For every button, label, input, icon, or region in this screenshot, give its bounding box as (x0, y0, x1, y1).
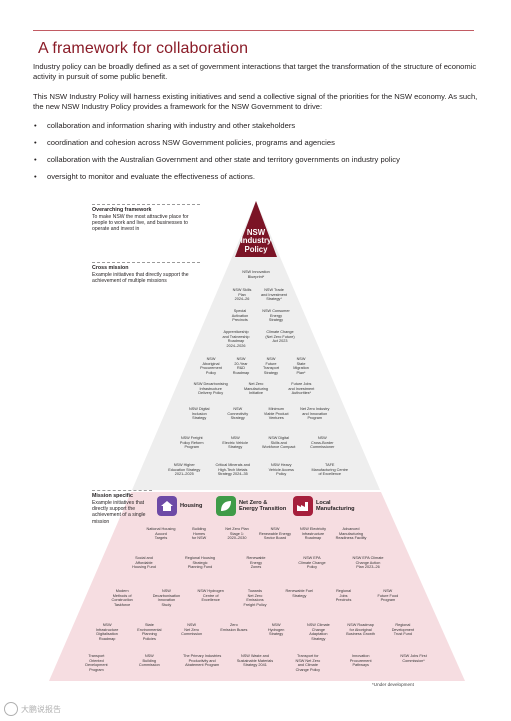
leaf-icon (216, 496, 236, 516)
initiative-cell: NSW Roadmap for Aboriginal Business Grow… (346, 623, 375, 637)
initiative-cell: Modern Methods of Construction Taskforce (111, 589, 133, 607)
section-heading: Cross mission (92, 265, 129, 271)
initiative-cell: NSW Hydrogen Centre of Excellence (197, 589, 224, 603)
watermark: 大鹏说报告 (4, 702, 61, 716)
section-overarching: Overarching framework To make NSW the mo… (92, 204, 200, 233)
initiative-cell: NSW Jobs First Commission* (400, 654, 427, 663)
intro-paragraph-1: Industry policy can be broadly defined a… (33, 62, 477, 82)
initiative-cell: Net Zero Manufacturing Initiative (243, 382, 269, 396)
house-icon (157, 496, 177, 516)
initiative-cell: Critical Minerals and High-Tech Metals S… (215, 463, 250, 477)
initiative-cell: Building Homes for NSW (191, 527, 207, 541)
mission-specific-layer (49, 492, 465, 681)
category-manufacturing: Local Manufacturing (293, 496, 355, 516)
initiative-cell: NSW Electricity Infrastructure Roadmap (299, 527, 327, 541)
initiative-cell: Renewable Energy Zones (246, 556, 266, 570)
initiative-cell: NSW EPA Climate Change Policy (298, 556, 326, 570)
initiative-cell: NSW Connectivity Strategy (227, 407, 249, 421)
initiative-cell: NSW Electric Vehicle Strategy (222, 436, 249, 450)
initiative-cell: Social and Affordable Housing Fund (132, 556, 156, 570)
priority-item: coordination and cohesion across NSW Gov… (33, 138, 481, 155)
initiative-cell: Towards Net Zero Emissions Freight Polic… (243, 589, 267, 607)
watermark-logo-icon (4, 702, 18, 716)
initiative-cell: Future Jobs and Investment Authorities* (288, 382, 315, 396)
initiative-cell: Advanced Manufacturing Readiness Facilit… (335, 527, 367, 541)
priority-item: collaboration with the Australian Govern… (33, 155, 481, 172)
apex-layer (235, 201, 277, 257)
initiative-cell: Regional Jobs Precincts (335, 589, 352, 603)
category-label: Housing (180, 502, 203, 509)
initiative-cell: NSW Heavy Vehicle Access Policy (268, 463, 294, 477)
initiative-cell: NSW EPA Climate Change Action Plan 2023–… (352, 556, 384, 570)
initiative-cell: NSW Digital Inclusion Strategy (189, 407, 210, 421)
initiative-cell: National Housing Accord Targets (146, 527, 176, 541)
initiative-cell: NSW Net Zero Commission (181, 623, 203, 637)
initiative-cell: NSW Consumer Energy Strategy (262, 309, 290, 323)
initiative-cell: NSW Digital Skills and Workforce Compact (262, 436, 296, 450)
initiative-cell: NSW Infrastructure Digitalisation Roadma… (95, 623, 119, 641)
initiative-cell: NSW Decarbonisation Innovation Study (152, 589, 181, 607)
initiative-cell: Net Zero Industry and Innovation Program (300, 407, 330, 421)
footnote: *Under development (372, 682, 414, 687)
factory-icon (293, 496, 313, 516)
initiative-cell: NSW Higher Education Strategy 2021–2025 (168, 463, 201, 477)
initiative-cell: TAFE Manufacturing Centre of Excellence (311, 463, 349, 477)
initiative-cell: Renewable Fuel Strategy (285, 589, 314, 598)
priority-item: oversight to monitor and evaluate the ef… (33, 172, 481, 189)
initiative-cell: Zero Emission Buses (220, 623, 248, 632)
initiative-cell: Transport for NSW Net Zero and Climate C… (295, 654, 321, 672)
priority-list: collaboration and information sharing wi… (33, 121, 481, 189)
initiative-cell: Regional Development Trust Fund (391, 623, 415, 637)
intro-paragraph-2: This NSW Industry Policy will harness ex… (33, 92, 478, 112)
initiative-cell: NSW 20-Year R&D Roadmap (232, 357, 250, 375)
section-cross-mission: Cross mission Example initiatives that d… (92, 262, 200, 284)
page-title: A framework for collaboration (38, 40, 249, 57)
initiative-cell: State Environmental Planning Policies (137, 623, 162, 641)
initiative-cell: NSW Decarbonising Infrastructure Deliver… (193, 382, 228, 396)
initiative-cell: NSW Skills Plan 2024–26 (232, 288, 252, 302)
initiative-cell: NSW Waste and Sustainable Materials Stra… (236, 654, 274, 668)
section-description: Example initiatives that directly suppor… (92, 272, 189, 285)
initiative-cell: NSW State Migration Plan* (293, 357, 309, 375)
section-heading: Mission specific (92, 493, 133, 499)
section-heading: Overarching framework (92, 207, 152, 213)
top-rule (33, 30, 474, 31)
initiative-cell: NSW Renewable Energy Sector Board (258, 527, 292, 541)
initiative-cell: Innovation Procurement Pathways (349, 654, 372, 668)
initiative-cell: Transport Oriented Development Program (85, 654, 108, 672)
category-net-zero: Net Zero & Energy Transition (216, 496, 286, 516)
initiative-cell: NSW Freight Policy Reform Program (179, 436, 204, 450)
section-description: To make NSW the most attractive place fo… (92, 214, 189, 233)
category-label: Local Manufacturing (316, 499, 355, 513)
initiative-cell: NSW Aboriginal Procurement Policy (200, 357, 222, 375)
priority-item: collaboration and information sharing wi… (33, 121, 481, 138)
initiative-cell: The Primary Industries Productivity and … (183, 654, 222, 668)
cross-mission-layer (132, 201, 380, 490)
initiative-cell: NSW Building Commission (138, 654, 160, 668)
initiative-cell: Special Activation Precincts (231, 309, 249, 323)
section-description: Example initiatives that directly suppor… (92, 500, 146, 525)
section-mission-specific: Mission specific Example initiatives tha… (92, 490, 152, 525)
initiative-cell: Regional Housing Strategic Planning Fund (185, 556, 215, 570)
initiative-cell: NSW Cross-Border Commissioner (310, 436, 335, 450)
initiative-cell: Net Zero Plan Stage 1: 2020–2030 (225, 527, 249, 541)
initiative-cell: NSW Trade and Investment Strategy* (261, 288, 287, 302)
initiative-cell: Climate Change (Net Zero Future) Act 202… (265, 330, 295, 344)
category-label: Net Zero & Energy Transition (239, 499, 287, 513)
initiative-cell: NSW Innovation Blueprint* (242, 270, 270, 279)
initiative-cell: Minimum Viable Product Ventures (263, 407, 289, 421)
apex-label: NSW Industry Policy (240, 228, 272, 254)
initiative-cell: NSW Hydrogen Strategy (267, 623, 285, 637)
initiative-cell: NSW Future Transport Strategy (262, 357, 280, 375)
initiative-cell: Apprenticeship and Traineeship Roadmap 2… (222, 330, 250, 348)
category-housing: Housing (157, 496, 202, 516)
initiative-cell: NSW Future Food Program (377, 589, 399, 603)
initiative-cell: NSW Climate Change Adaptation Strategy (306, 623, 330, 641)
